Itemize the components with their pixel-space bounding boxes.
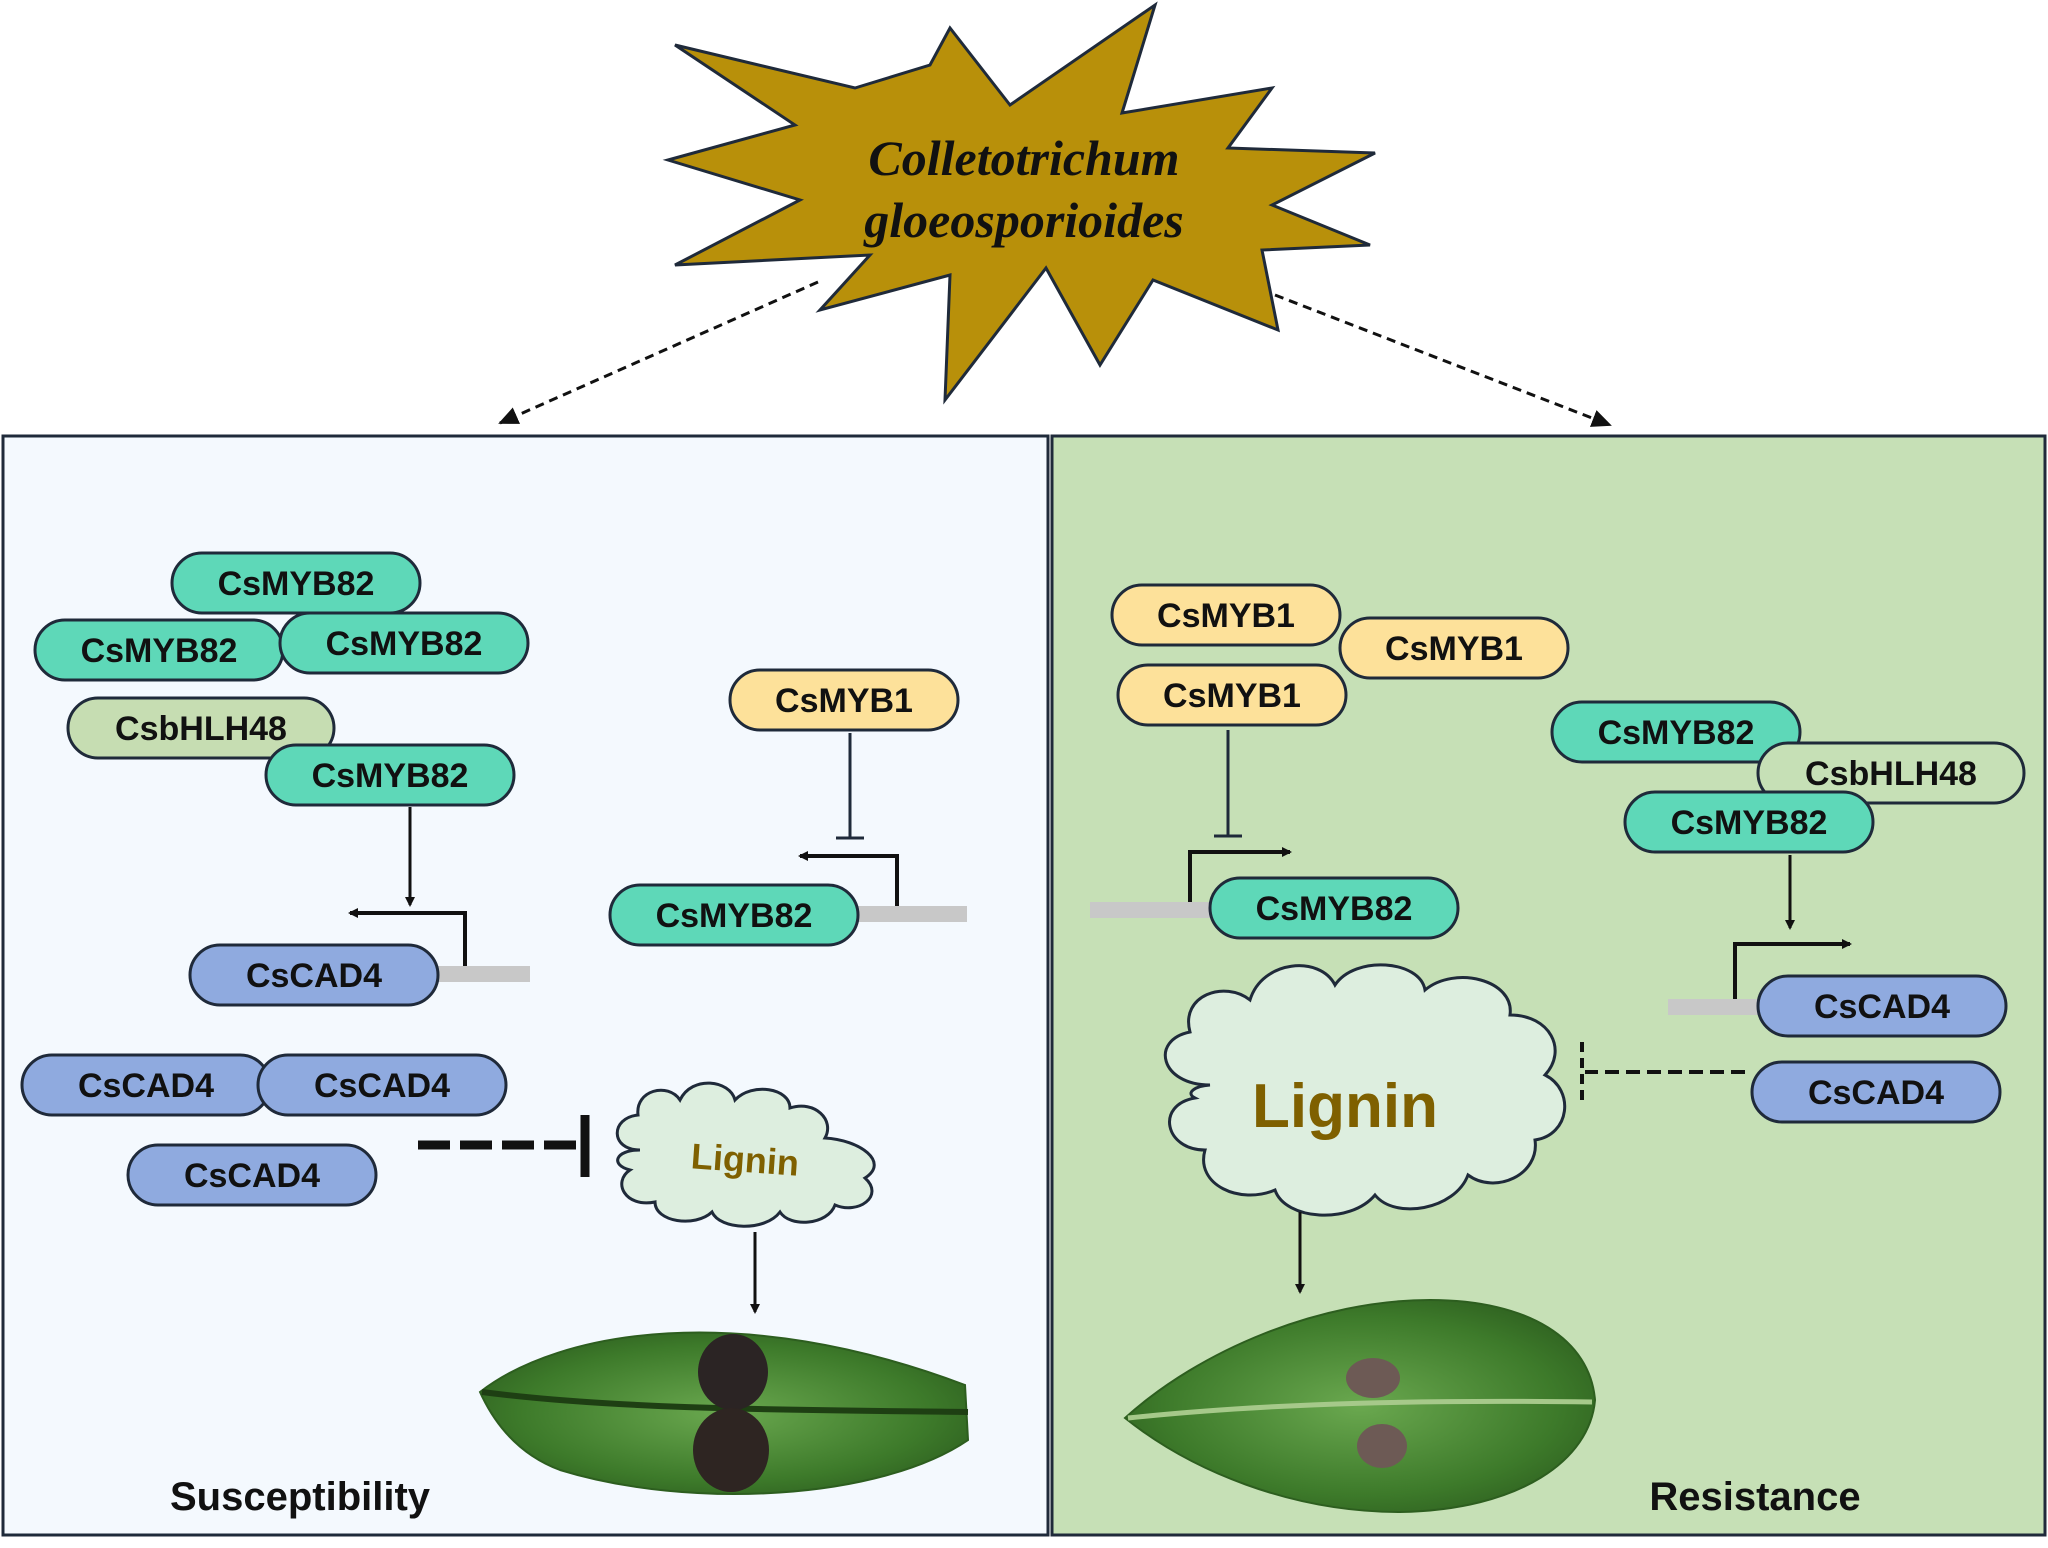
myb82-label: CsMYB82 <box>312 757 469 795</box>
right-panel-label: Resistance <box>1649 1475 1860 1519</box>
pathogen-name-line1: Colletotrichum <box>868 130 1179 186</box>
infected-leaf-resistant <box>1123 1298 1597 1514</box>
myb82-pill <box>170 551 422 615</box>
tss-arrow <box>798 851 899 906</box>
myb1-label: CsMYB1 <box>1163 677 1301 715</box>
myb1-label: CsMYB1 <box>1385 630 1523 668</box>
myb1-pill <box>1338 616 1570 680</box>
left-complex: CsMYB82 CsMYB82 CsMYB82 CsbHLH48 CsMYB82 <box>33 551 530 807</box>
pathogen-name-line2: gloeosporioides <box>863 192 1183 248</box>
myb82-gene-label: CsMYB82 <box>1256 890 1413 928</box>
myb82-label: CsMYB82 <box>81 632 238 670</box>
lignin-cloud-small <box>615 1081 876 1228</box>
lignin-cloud-large <box>1163 963 1567 1217</box>
tss-arrow <box>1188 847 1292 902</box>
myb82-label: CsMYB82 <box>218 565 375 603</box>
dashed-arrow-right <box>1274 293 1612 427</box>
myb82-pill <box>1550 700 1802 764</box>
tss-arrow <box>1733 939 1852 999</box>
cad4-pill <box>256 1053 508 1117</box>
myb82-pill <box>1623 790 1875 854</box>
myb82-label: CsMYB82 <box>1598 714 1755 752</box>
bhlh48-pill <box>66 696 336 760</box>
myb1-pill <box>728 668 960 732</box>
promoter-bar <box>1090 902 1215 918</box>
myb82-gene <box>608 883 860 947</box>
lignin-label-small: Lignin <box>690 1135 801 1183</box>
lignin-label-large: Lignin <box>1252 1072 1438 1141</box>
promoter-bar <box>435 966 530 982</box>
cad4-gene-label: CsCAD4 <box>1814 988 1950 1026</box>
cad4-label: CsCAD4 <box>184 1157 320 1195</box>
infected-leaf-susceptible <box>478 1331 970 1495</box>
myb82-gene-label: CsMYB82 <box>656 897 813 935</box>
myb1-label: CsMYB1 <box>1157 597 1295 635</box>
cad4-gene-label: CsCAD4 <box>246 957 382 995</box>
cad4-label: CsCAD4 <box>314 1067 450 1105</box>
bhlh48-pill <box>1756 741 2026 805</box>
myb1-label: CsMYB1 <box>775 682 913 720</box>
cad4-gene <box>1756 974 2008 1038</box>
bhlh48-label: CsbHLH48 <box>115 710 287 748</box>
promoter-bar <box>1668 999 1763 1015</box>
left-panel-label: Susceptibility <box>170 1475 431 1519</box>
dashed-arrow-left <box>498 280 819 425</box>
myb82-label: CsMYB82 <box>326 625 483 663</box>
cad4-gene <box>188 943 440 1007</box>
pathogen-star <box>662 1 1376 405</box>
cad4-label: CsCAD4 <box>78 1067 214 1105</box>
promoter-bar <box>855 906 967 922</box>
myb82-pill <box>264 743 516 807</box>
myb1-pill <box>1116 663 1348 727</box>
bhlh48-label: CsbHLH48 <box>1805 755 1977 793</box>
myb82-gene <box>1208 876 1460 940</box>
cad4-pill <box>1750 1060 2002 1124</box>
cad4-label: CsCAD4 <box>1808 1074 1944 1112</box>
cad4-pill <box>126 1143 378 1207</box>
myb1-pill <box>1110 583 1342 647</box>
myb82-label: CsMYB82 <box>1671 804 1828 842</box>
right-complex: CsMYB82 CsbHLH48 CsMYB82 <box>1550 700 2026 854</box>
myb82-pill <box>278 611 530 675</box>
tss-arrow <box>348 908 467 966</box>
